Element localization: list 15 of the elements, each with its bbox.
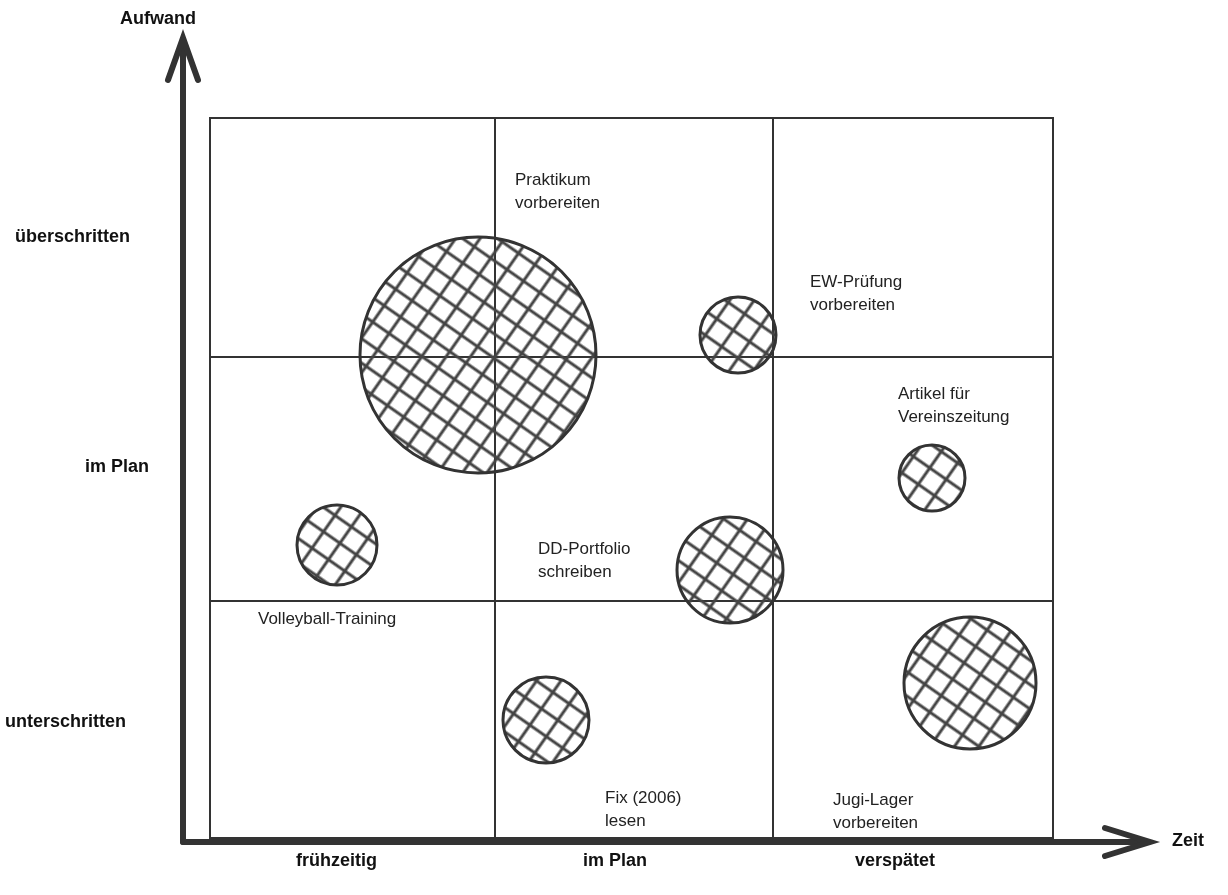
- axis-label: unterschritten: [5, 711, 127, 732]
- axis-label: frühzeitig: [296, 850, 377, 871]
- x-axis-title: Zeit: [1172, 830, 1204, 851]
- task-label: Fix (2006) lesen: [605, 787, 683, 832]
- task-label: Volleyball-Training: [258, 608, 398, 630]
- axis-label: im Plan: [583, 850, 648, 871]
- task-label: Praktikum vorbereiten: [515, 169, 602, 214]
- axis-label: überschritten: [15, 226, 131, 247]
- y-axis-title: Aufwand: [120, 8, 196, 29]
- task-label: EW-Prüfung vorbereiten: [810, 271, 904, 316]
- task-label: Jugi-Lager vorbereiten: [833, 789, 920, 834]
- task-label: DD-Portfolio schreiben: [538, 538, 632, 583]
- task-label: Artikel für Vereinszeitung: [898, 383, 1011, 428]
- axis-label: im Plan: [85, 456, 150, 477]
- axis-label: verspätet: [855, 850, 936, 871]
